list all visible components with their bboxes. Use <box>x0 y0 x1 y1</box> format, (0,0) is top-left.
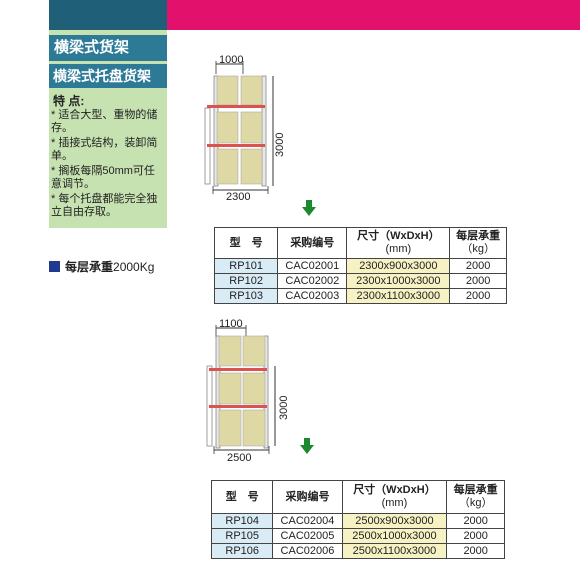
feature-sidebar <box>49 30 167 228</box>
page-subtitle: 横梁式托盘货架 <box>49 64 167 88</box>
feature-item: * 搁板每隔50mm可任意调节。 <box>51 165 155 190</box>
width-label: 2300 <box>226 191 250 202</box>
spec-table-2: 型 号 采购编号 尺寸（WxDxH）(mm) 每层承重（kg） RP104 CA… <box>210 480 505 559</box>
upright <box>261 75 267 187</box>
bullet-square-icon <box>49 261 60 272</box>
col-header-code: 采购编号 <box>277 227 348 259</box>
table-row: RP102 CAC02002 2300x1000x3000 2000 <box>213 273 507 289</box>
feature-item: * 插接式结构，装卸简单。 <box>51 137 158 162</box>
beam <box>209 368 267 371</box>
col-header-model: 型 号 <box>213 227 279 259</box>
table-row: RP105 CAC02005 2500x1000x3000 2000 <box>210 528 505 544</box>
pallet <box>216 148 239 185</box>
pallet <box>218 409 242 447</box>
pallet <box>240 75 263 106</box>
pallet <box>216 111 239 144</box>
down-arrow-icon <box>300 438 314 454</box>
page-title: 横梁式货架 <box>49 35 167 61</box>
beam <box>207 144 265 147</box>
table-row: RP106 CAC02006 2500x1100x3000 2000 <box>210 543 505 559</box>
height-label: 3000 <box>274 133 286 157</box>
features-list: * 适合大型、重物的储存。 * 插接式结构，装卸简单。 * 搁板每隔50mm可任… <box>51 109 165 221</box>
table-row: RP104 CAC02004 2500x900x3000 2000 <box>210 513 505 529</box>
load-label: 每层承重 <box>65 260 114 274</box>
col-header-code: 采购编号 <box>272 480 343 514</box>
pallet <box>242 372 266 405</box>
features-heading: 特 点: <box>53 94 85 108</box>
pallet <box>218 372 242 405</box>
feature-item: * 每个托盘都能完全独立自由存取。 <box>51 193 158 218</box>
col-header-size: 尺寸（WxDxH）(mm) <box>341 480 448 514</box>
rack-diagram-1: 1000 2300 3000 <box>204 54 286 202</box>
col-header-load: 每层承重（kg） <box>449 227 507 259</box>
table-header-row: 型 号 采购编号 尺寸（WxDxH）(mm) 每层承重（kg） <box>210 480 505 514</box>
table-header-row: 型 号 采购编号 尺寸（WxDxH）(mm) 每层承重（kg） <box>213 227 507 259</box>
depth-label: 1000 <box>219 54 243 66</box>
col-header-load: 每层承重（kg） <box>446 480 505 514</box>
table-row: RP103 CAC02003 2300x1100x3000 2000 <box>213 288 507 304</box>
col-header-size: 尺寸（WxDxH）(mm) <box>346 227 451 259</box>
pallet <box>240 148 263 185</box>
depth-label: 1100 <box>219 318 243 330</box>
pallet <box>240 111 263 144</box>
col-header-model: 型 号 <box>210 480 274 514</box>
beam <box>207 105 265 108</box>
down-arrow-icon <box>302 200 316 216</box>
feature-item: * 适合大型、重物的储存。 <box>51 109 158 134</box>
top-banner-magenta <box>167 0 580 30</box>
pallet <box>242 409 266 447</box>
spec-table-1: 型 号 采购编号 尺寸（WxDxH）(mm) 每层承重（kg） RP101 CA… <box>213 227 507 304</box>
load-value: 2000Kg <box>113 259 155 274</box>
table-row: RP101 CAC02001 2300x900x3000 2000 <box>213 258 507 274</box>
pallet <box>242 335 266 367</box>
top-banner-teal <box>49 0 167 30</box>
height-label: 3000 <box>278 396 290 420</box>
rack-diagram-2: 1100 2500 3000 <box>206 318 290 464</box>
beam <box>209 405 267 408</box>
pallet <box>216 75 239 106</box>
width-label: 2500 <box>227 452 251 464</box>
pallet <box>218 335 242 367</box>
